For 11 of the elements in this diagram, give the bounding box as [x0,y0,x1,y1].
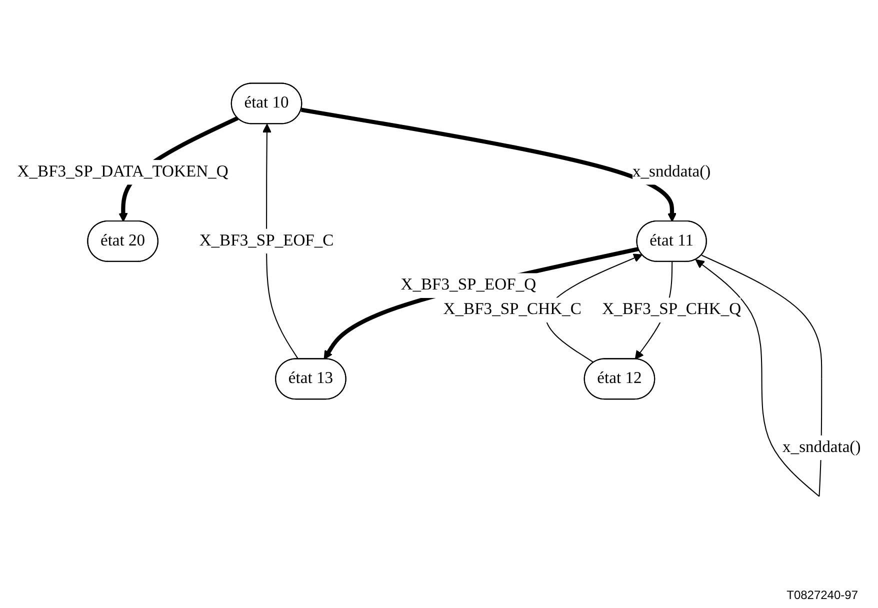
edge-label: x_snddata() [782,438,861,456]
edge-label: X_BF3_SP_EOF_C [199,232,334,250]
figure-code: T0827240-97 [786,588,858,602]
arrow [300,108,677,222]
edge-label: X_BF3_SP_DATA_TOKEN_Q [17,163,228,181]
arrow [262,124,299,360]
edge-label: X_BF3_SP_CHK_Q [602,300,742,318]
edge-label: X_BF3_SP_EOF_Q [400,276,536,294]
arrow [324,247,640,360]
edge-label: x_snddata() [632,163,711,181]
edge-label: X_BF3_SP_CHK_C [443,300,582,318]
